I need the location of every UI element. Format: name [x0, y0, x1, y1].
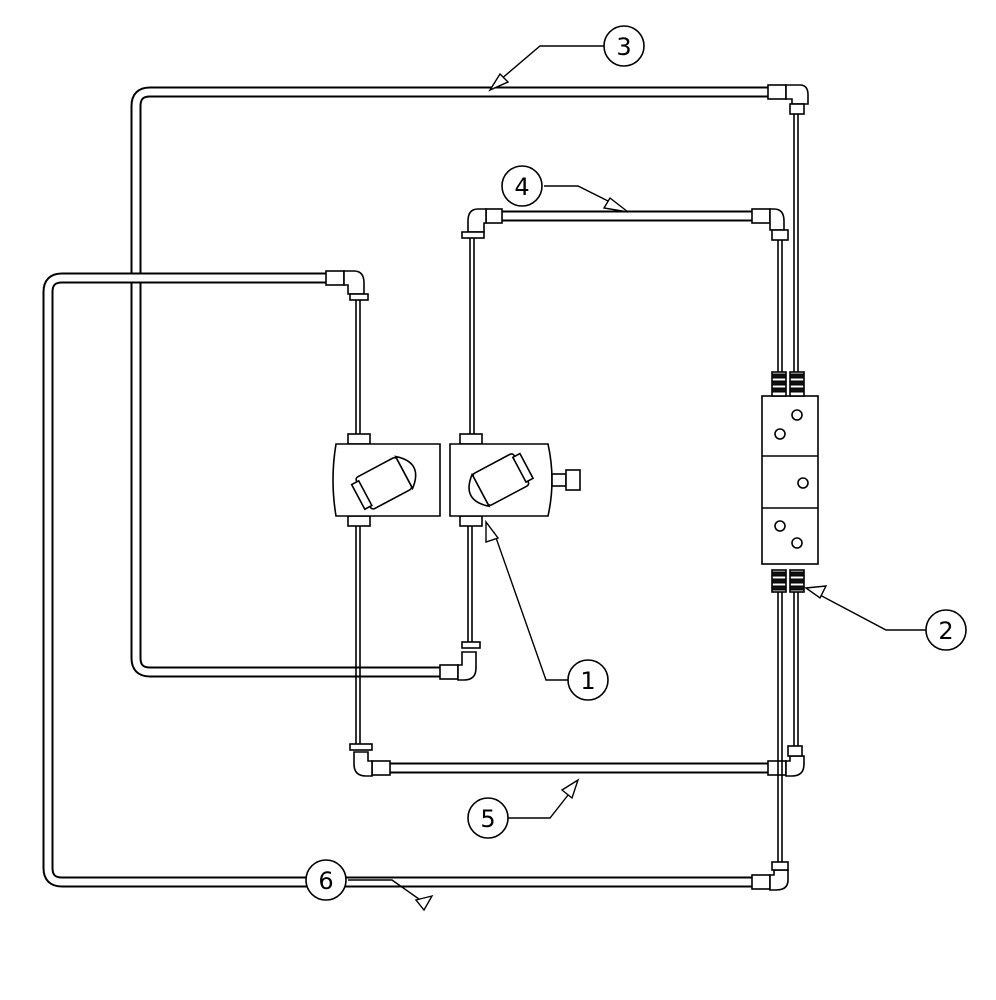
hose-3	[130, 84, 809, 681]
callout-6: 6	[305, 859, 347, 901]
svg-text:6: 6	[318, 867, 333, 895]
hose-5	[349, 743, 805, 777]
leader-2	[804, 585, 930, 631]
pump-left	[332, 433, 441, 527]
manifold-block-icon	[761, 395, 819, 565]
callout-5: 5	[467, 797, 509, 839]
hose-4	[461, 208, 789, 241]
leader-3	[488, 45, 604, 92]
callout-3: 3	[603, 25, 645, 67]
leader-6	[348, 879, 434, 912]
leader-4	[544, 185, 629, 213]
leader-1	[485, 519, 568, 681]
svg-text:4: 4	[514, 173, 529, 201]
svg-text:3: 3	[616, 33, 631, 61]
callout-2: 2	[925, 609, 967, 651]
callout-1: 1	[567, 659, 609, 701]
svg-text:1: 1	[580, 667, 595, 695]
hose-6	[42, 270, 789, 891]
leader-5	[508, 778, 580, 819]
pump-right	[449, 433, 581, 527]
tube-lines	[355, 114, 799, 862]
callout-4: 4	[501, 165, 543, 207]
manifold-fittings	[771, 371, 805, 593]
svg-text:2: 2	[938, 617, 953, 645]
svg-text:5: 5	[480, 805, 495, 833]
